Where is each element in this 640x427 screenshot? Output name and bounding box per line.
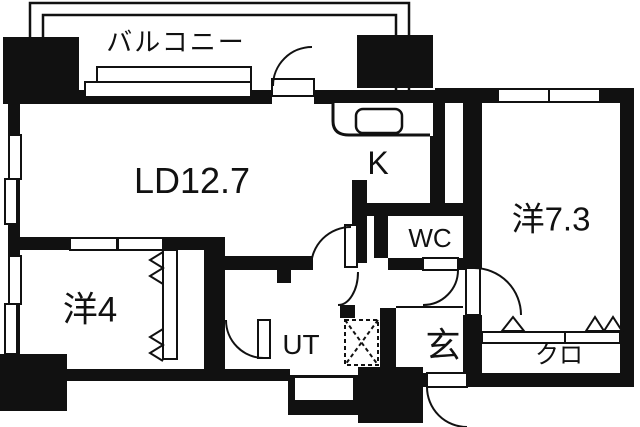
wall-kitchen-right [430,103,445,203]
pillar-top-center [357,35,433,88]
entrance-door [426,372,468,427]
pillar-top-left [3,37,79,97]
washer-place-icon [344,319,379,366]
ld-window-panel-2 [4,178,18,225]
bath-door-leaf [257,319,271,359]
bath-door [225,319,271,359]
wall-wc-bottom [388,258,423,270]
room-label-closet: クロ [535,342,583,369]
ld-door-leaf [344,224,358,268]
west4-closet-fold-top [148,251,165,285]
west73-door-leaf [465,267,481,316]
west4-window-panel-2 [4,303,18,355]
balcony-door-arc [272,46,313,87]
room-label-western-4: 洋4 [62,290,118,330]
entrance-door-leaf [426,372,468,388]
room-label-balcony: バルコニー [106,27,246,57]
bath-door-arc [225,319,265,359]
wall-wc-bottom-stub [458,258,465,270]
doors [225,46,522,427]
pillar-bottom-left [0,354,67,411]
wall-block-porch-right [358,367,423,423]
sink [354,107,404,135]
room-label-entrance: 玄 [425,326,461,366]
wall-west73-left-upper [463,100,482,268]
wc-door-leaf [422,257,459,271]
wall-right [620,88,634,387]
balcony-window-panel-1 [96,66,252,84]
kuro-fold-mark-right-1 [584,315,606,332]
balcony-door [271,46,315,104]
room-label-living-dining: LD12.7 [133,160,251,201]
balcony-window-panel-2 [84,81,252,98]
room-label-utility: UT [282,329,320,360]
ld-west4-slider-panel-2 [117,237,164,251]
wall-ut-entrance [380,308,396,373]
west73-door-arc [473,267,522,316]
washer-x-1 [344,319,379,366]
wall-bottom-right [423,373,634,387]
room-label-western-7-3: 洋7.3 [511,200,591,238]
wall-hall-top [225,256,313,270]
counter-edge [331,103,430,137]
kuro-fold-mark-right-2 [602,315,624,332]
ld-hall-door [310,224,358,268]
kitchen-counter [331,103,433,137]
ut-door [337,271,359,306]
wall-wc-left [374,216,388,258]
wall-ut-stub [340,305,355,318]
west4-closet-doors [148,249,178,362]
washer-x-2 [344,319,379,366]
ld-west4-slider-panel-1 [69,237,118,251]
entrance-door-arc [426,386,468,427]
wall-wc-top [367,203,465,216]
room-label-wc: WC [408,223,452,253]
wall-west73-left-lower [463,315,482,377]
balcony-door-leaf [271,78,315,97]
room-label-kitchen: K [367,145,389,181]
wall-bottom-left [0,369,290,381]
kuro-fold-mark-left [499,315,527,332]
ld-window-panel-1 [8,134,22,180]
pipe-space-box [295,378,353,400]
washer-box [344,319,379,366]
wall-closet-right [204,250,225,371]
ld-door-arc [310,226,352,268]
west4-closet-fold-bottom [148,328,165,362]
kuro-closet-doors [481,315,624,344]
windows [4,66,601,355]
kuro-closet-track [481,331,621,344]
west4-window-panel-1 [8,255,22,305]
wall-stub-hall [277,256,291,283]
wc-door [422,257,459,306]
west73-door [465,267,522,316]
wc-door-arc [422,269,459,306]
ut-door-arc [337,271,359,306]
west4-closet-track [162,249,178,360]
